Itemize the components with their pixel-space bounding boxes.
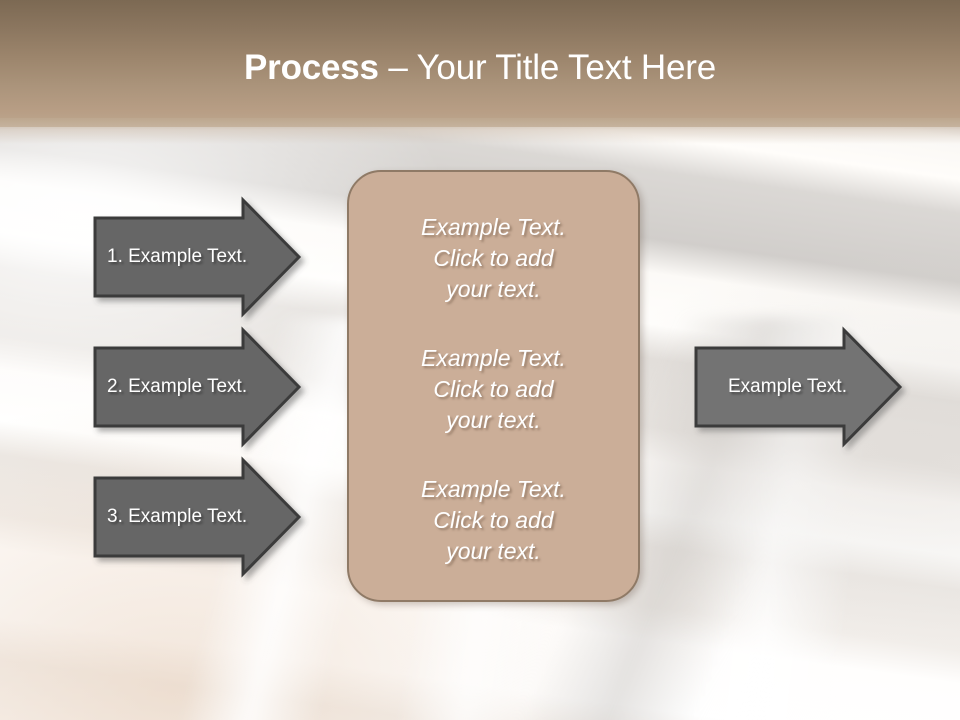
panel-text-block-1-line-1: Example Text.: [421, 214, 566, 240]
panel-text-block-1: Example Text. Click to add your text.: [349, 212, 638, 305]
panel-text-block-3-line-2: Click to add: [433, 507, 554, 533]
process-step-arrow-3-label: 3. Example Text.: [107, 506, 248, 527]
process-step-arrow-3[interactable]: 3. Example Text.: [93, 456, 302, 578]
process-step-arrow-1[interactable]: 1. Example Text.: [93, 196, 302, 318]
process-step-arrow-2[interactable]: 2. Example Text.: [93, 326, 302, 448]
header-band: [0, 0, 960, 127]
panel-text-block-1-line-2: Click to add: [433, 245, 554, 271]
panel-text-block-1-line-3: your text.: [446, 276, 541, 302]
panel-text-block-2: Example Text. Click to add your text.: [349, 343, 638, 436]
panel-text-block-3: Example Text. Click to add your text.: [349, 474, 638, 567]
arrow-right-icon: [93, 326, 302, 448]
process-output-arrow[interactable]: Example Text.: [694, 326, 903, 448]
process-output-arrow-label: Example Text.: [728, 376, 847, 397]
panel-text-block-2-line-3: your text.: [446, 407, 541, 433]
arrow-right-icon: [694, 326, 903, 448]
center-content-panel[interactable]: Example Text. Click to add your text. Ex…: [347, 170, 640, 602]
arrow-right-icon: [93, 456, 302, 578]
panel-text-block-2-line-1: Example Text.: [421, 345, 566, 371]
page-title-bold: Process: [244, 48, 379, 87]
process-step-arrow-1-label: 1. Example Text.: [107, 246, 248, 267]
panel-text-block-3-line-1: Example Text.: [421, 476, 566, 502]
panel-text-block-2-line-2: Click to add: [433, 376, 554, 402]
page-title: Process – Your Title Text Here: [0, 47, 960, 89]
panel-text-block-3-line-3: your text.: [446, 538, 541, 564]
page-title-rest: – Your Title Text Here: [378, 48, 716, 87]
arrow-right-icon: [93, 196, 302, 318]
process-step-arrow-2-label: 2. Example Text.: [107, 376, 248, 397]
